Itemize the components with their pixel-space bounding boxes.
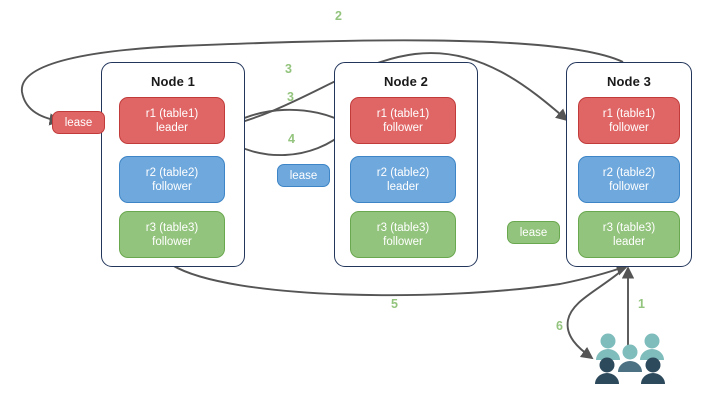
edge-label-2: 2 — [335, 9, 342, 23]
edge-label-3-long: 3 — [285, 62, 292, 76]
replica-role: follower — [152, 180, 192, 193]
edge-5-path — [171, 263, 629, 297]
edge-label-4: 4 — [288, 132, 295, 146]
replica-node3-r3[interactable]: r3 (table3) leader — [578, 211, 680, 258]
lease-box-red[interactable]: lease — [52, 111, 105, 134]
replica-node3-r2[interactable]: r2 (table2) follower — [578, 156, 680, 203]
node-title: Node 3 — [607, 74, 651, 89]
replica-name: r3 (table3) — [376, 221, 430, 234]
replica-node1-r1[interactable]: r1 (table1) leader — [119, 97, 225, 144]
replica-role: follower — [609, 180, 649, 193]
replica-role: follower — [383, 121, 423, 134]
replica-node1-r3[interactable]: r3 (table3) follower — [119, 211, 225, 258]
node-title: Node 2 — [384, 74, 428, 89]
lease-label: lease — [64, 116, 93, 129]
replica-node1-r2[interactable]: r2 (table2) follower — [119, 156, 225, 203]
lease-box-green[interactable]: lease — [507, 221, 560, 244]
users-icon — [595, 333, 665, 384]
edge-label-5: 5 — [391, 297, 398, 311]
replica-name: r2 (table2) — [145, 166, 199, 179]
replica-name: r2 (table2) — [602, 166, 656, 179]
replica-node3-r1[interactable]: r1 (table1) follower — [578, 97, 680, 144]
replica-node2-r3[interactable]: r3 (table3) follower — [350, 211, 456, 258]
replica-role: leader — [613, 235, 645, 248]
replica-node2-r1[interactable]: r1 (table1) follower — [350, 97, 456, 144]
replica-role: follower — [609, 121, 649, 134]
replica-role: follower — [152, 235, 192, 248]
replica-role: leader — [387, 180, 419, 193]
edge-label-6: 6 — [556, 319, 563, 333]
lease-label: lease — [519, 226, 548, 239]
edge-label-3-short: 3 — [287, 90, 294, 104]
replica-name: r1 (table1) — [145, 107, 199, 120]
node-title: Node 1 — [151, 74, 195, 89]
replica-node2-r2[interactable]: r2 (table2) leader — [350, 156, 456, 203]
lease-label: lease — [289, 169, 318, 182]
lease-box-blue[interactable]: lease — [277, 164, 330, 187]
replica-name: r1 (table1) — [376, 107, 430, 120]
replica-name: r3 (table3) — [602, 221, 656, 234]
replica-name: r3 (table3) — [145, 221, 199, 234]
replica-role: leader — [156, 121, 188, 134]
edge-label-1: 1 — [638, 297, 645, 311]
replica-role: follower — [383, 235, 423, 248]
replica-name: r2 (table2) — [376, 166, 430, 179]
replica-name: r1 (table1) — [602, 107, 656, 120]
